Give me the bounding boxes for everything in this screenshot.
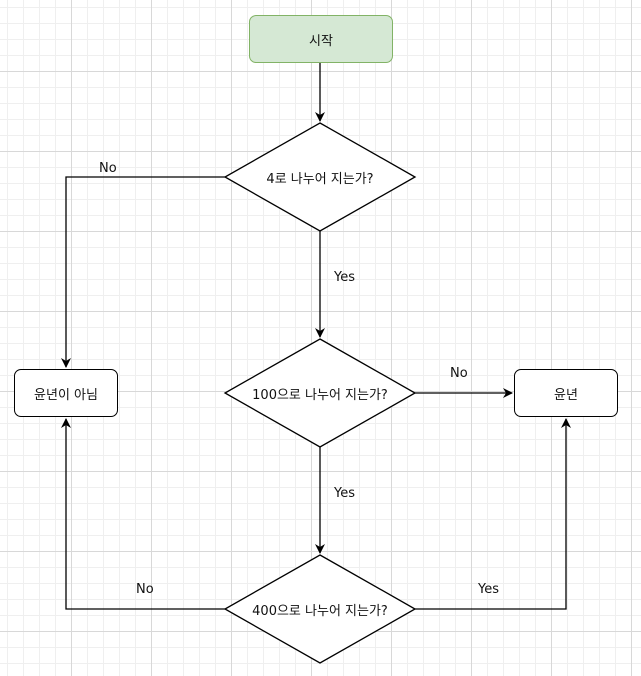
leap-year-label: 윤년 [554,387,578,403]
edge-label-check400-yes: Yes [478,582,499,597]
edge-check400-no [61,418,225,610]
start-node-label: 시작 [309,33,333,49]
decision-4-label: 4로 나누어 지는가? [266,171,374,187]
edge-check400-yes [415,418,571,610]
edge-label-check100-yes: Yes [334,486,355,501]
decision-4-label-box: 4로 나누어 지는가? [225,163,415,191]
decision-100-label-box: 100으로 나누어 지는가? [225,379,415,407]
decision-400-label: 400으로 나누어 지는가? [252,603,388,619]
leap-year-node[interactable]: 윤년 [514,369,618,417]
decision-diamond-400[interactable] [223,554,417,664]
edge-label-check4-no: No [99,161,117,176]
not-leap-year-label: 윤년이 아님 [34,387,98,403]
not-leap-year-node[interactable]: 윤년이 아님 [14,369,118,417]
edge-label-check4-yes: Yes [334,270,355,285]
edge-check4-no [61,176,225,368]
edge-label-check400-no: No [136,582,154,597]
decision-400-label-box: 400으로 나누어 지는가? [225,595,415,623]
start-node[interactable]: 시작 [249,15,393,63]
edge-label-check100-no: No [450,366,468,381]
decision-100-label: 100으로 나누어 지는가? [252,387,388,403]
